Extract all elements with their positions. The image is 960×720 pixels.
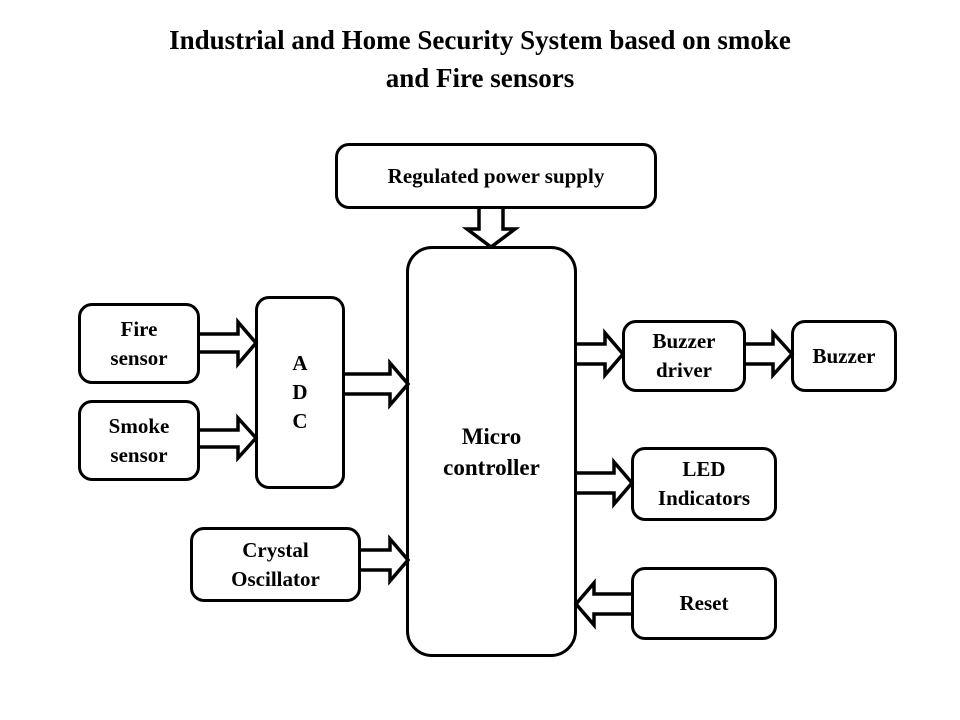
arrow-adc-to-microcontroller xyxy=(345,358,411,410)
diagram-title-line-2: and Fire sensors xyxy=(385,63,575,93)
block-label: D xyxy=(292,380,308,404)
block-label: Crystal xyxy=(242,537,309,562)
adc-block: A D C xyxy=(255,296,345,489)
block-label: Reset xyxy=(679,591,729,615)
crystal-oscillator-block: Crystal Oscillator xyxy=(190,527,361,602)
arrow-reset-to-microcontroller xyxy=(573,578,631,630)
arrow-microcontroller-to-led xyxy=(577,457,635,509)
smoke-sensor-block: Smoke sensor xyxy=(78,400,200,481)
arrow-power-to-microcontroller xyxy=(461,209,521,250)
block-label: Indicators xyxy=(657,486,751,510)
block-label: sensor xyxy=(110,442,168,467)
reset-block: Reset xyxy=(631,567,777,640)
block-label: Micro xyxy=(461,423,522,449)
block-label: controller xyxy=(443,454,540,480)
buzzer-driver-block: Buzzer driver xyxy=(622,320,746,392)
block-label: sensor xyxy=(110,345,168,370)
buzzer-block: Buzzer xyxy=(791,320,897,392)
arrow-buzzer-driver-to-buzzer xyxy=(746,328,795,380)
block-label: Buzzer xyxy=(812,343,876,368)
arrow-crystal-to-microcontroller xyxy=(361,534,411,586)
block-label: Regulated power supply xyxy=(387,163,605,188)
block-label: LED xyxy=(682,457,726,481)
block-label: Oscillator xyxy=(231,566,320,591)
led-indicators-block: LED Indicators xyxy=(631,447,777,521)
block-label: Buzzer xyxy=(652,329,716,353)
block-label: A xyxy=(292,351,308,375)
diagram-title-line-1: Industrial and Home Security System base… xyxy=(169,25,791,55)
arrow-microcontroller-to-buzzer-driver xyxy=(577,328,626,380)
regulated-power-supply-block: Regulated power supply xyxy=(335,143,657,209)
block-label: Fire xyxy=(120,316,158,341)
block-label: C xyxy=(292,409,308,433)
arrow-smoke-sensor-to-adc xyxy=(200,413,259,463)
block-label: driver xyxy=(656,358,712,382)
fire-sensor-block: Fire sensor xyxy=(78,303,200,384)
arrow-fire-sensor-to-adc xyxy=(200,317,259,369)
microcontroller-block: Micro controller xyxy=(406,246,577,657)
block-label: Smoke xyxy=(108,413,170,438)
